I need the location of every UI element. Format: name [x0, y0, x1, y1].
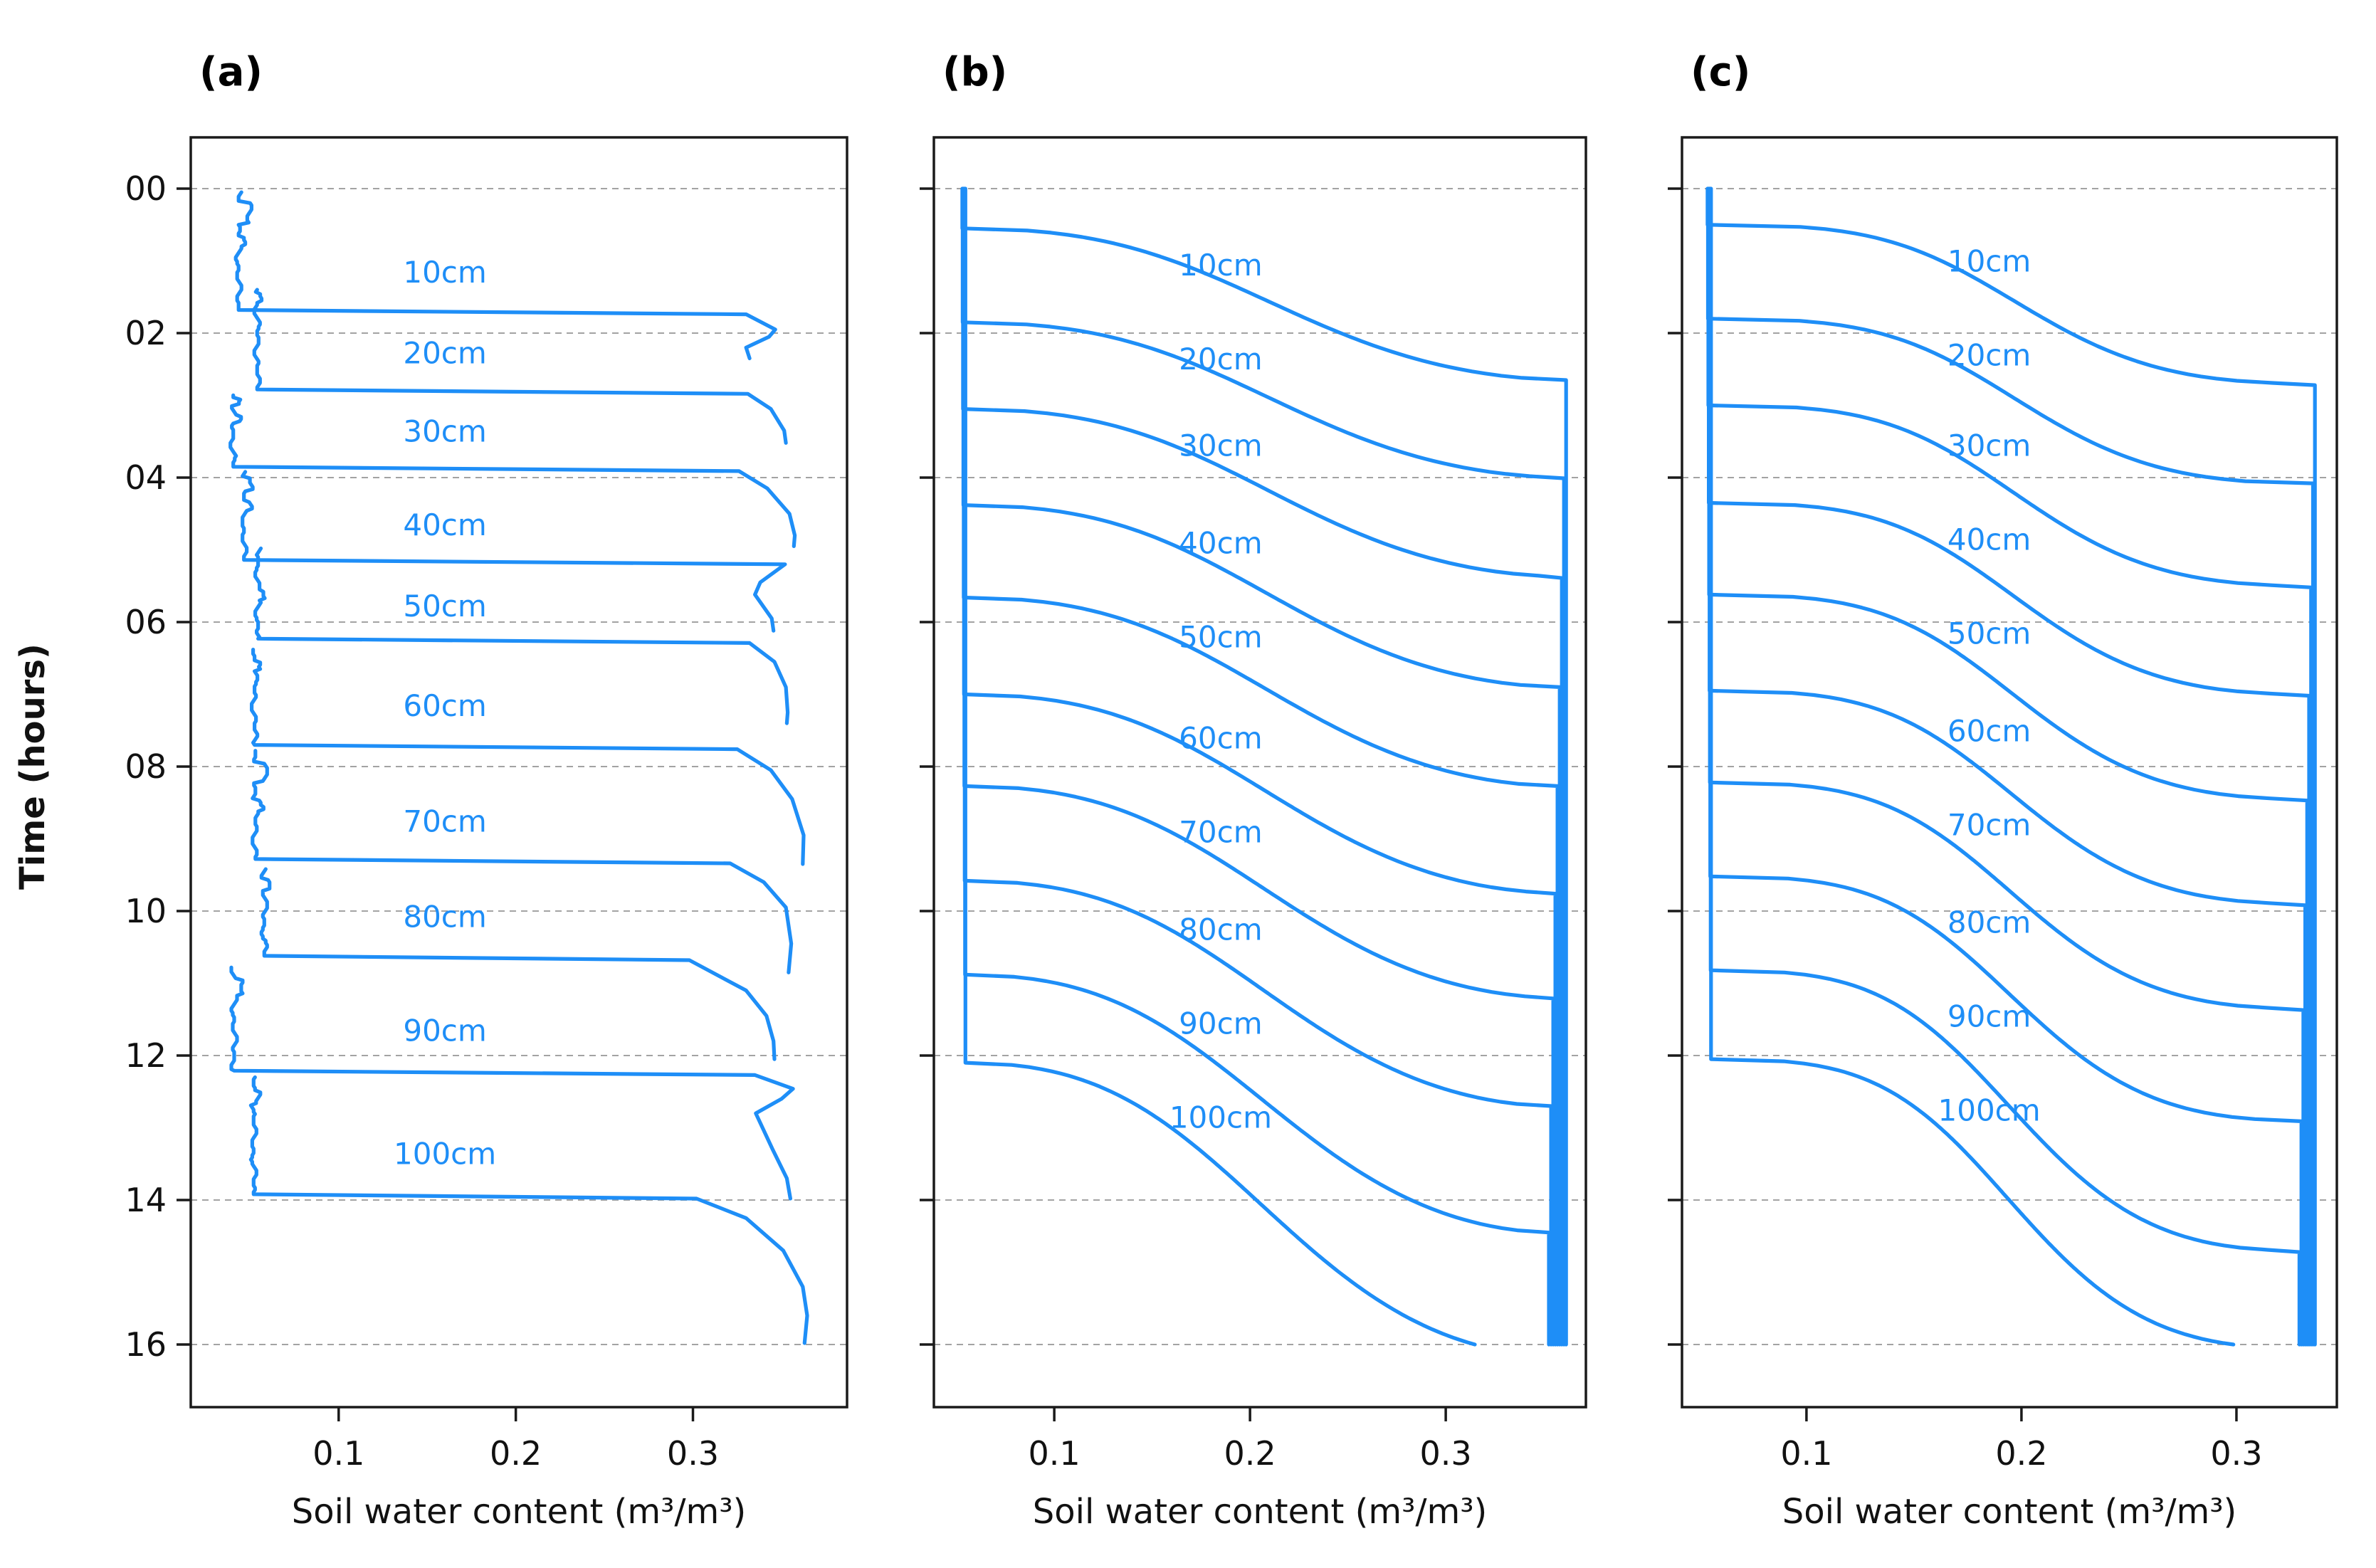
depth-label-70cm: 70cm	[403, 804, 486, 838]
depth-label-40cm: 40cm	[1947, 522, 2031, 557]
axes-frame	[189, 136, 848, 1409]
swc-curve-20cm-panelb	[960, 186, 1566, 1347]
depth-label-50cm: 50cm	[403, 589, 486, 623]
swc-curve-40cm-panelb	[961, 186, 1562, 1347]
x-tick-label-0.3: 0.3	[667, 1434, 719, 1473]
swc-curve-90cm-panela	[229, 965, 795, 1201]
swc-curve-50cm-panelb	[962, 186, 1560, 1347]
swc-curve-60cm-panelb	[962, 186, 1557, 1347]
depth-label-20cm: 20cm	[1179, 342, 1262, 377]
swc-curve-100cm-panela	[248, 1075, 809, 1345]
swc-curve-30cm-panelc	[1706, 186, 2313, 1347]
x-tick-label-0.3: 0.3	[2210, 1434, 2262, 1473]
panel-a: 10cm 20cm 30cm 40cm 50cm 60cm 70cm 80cm 90cm 100c…	[125, 49, 848, 1532]
y-tick-label-06: 06	[125, 603, 167, 641]
y-tick-label-12: 12	[125, 1036, 167, 1075]
swc-curve-30cm-panelb	[961, 186, 1564, 1347]
depth-label-30cm: 30cm	[1179, 428, 1262, 463]
x-axis-label: Soil water content (m³/m³)	[292, 1492, 746, 1532]
depth-label-60cm: 60cm	[1179, 721, 1262, 756]
swc-curve-60cm-panelc	[1708, 186, 2308, 1347]
y-tick-label-08: 08	[125, 747, 167, 786]
y-tick-label-02: 02	[125, 314, 167, 352]
depth-label-90cm: 90cm	[1179, 1006, 1262, 1041]
depth-label-80cm: 80cm	[1179, 912, 1262, 947]
y-axis-label: Time (hours)	[13, 643, 53, 890]
swc-curve-80cm-panelb	[962, 186, 1553, 1347]
swc-curve-90cm-panelc	[1708, 186, 2301, 1347]
depth-label-10cm: 10cm	[1179, 248, 1262, 283]
swc-curve-70cm-panelb	[962, 186, 1555, 1347]
x-tick-label-0.1: 0.1	[1029, 1434, 1081, 1473]
gridlines	[191, 188, 847, 1345]
x-axis-label: Soil water content (m³/m³)	[1782, 1492, 2236, 1532]
depth-label-30cm: 30cm	[403, 414, 486, 448]
swc-curve-50cm-panela	[253, 546, 790, 725]
depth-label-20cm: 20cm	[403, 336, 486, 371]
x-tick-label-0.2: 0.2	[1995, 1434, 2047, 1473]
depth-label-50cm: 50cm	[1947, 616, 2031, 651]
panel-title-a: (a)	[199, 49, 263, 95]
y-tick-label-04: 04	[125, 458, 167, 497]
swc-curve-90cm-panelb	[963, 186, 1551, 1347]
panel-b: 10cm 20cm 30cm 40cm 50cm 60cm 70cm 80cm 90cm 100c…	[920, 49, 1587, 1532]
depth-label-50cm: 50cm	[1179, 620, 1262, 655]
y-tick-label-00: 00	[125, 169, 167, 208]
curves	[228, 190, 809, 1345]
swc-curve-100cm-panelb	[963, 186, 1477, 1347]
curves	[1705, 186, 2317, 1347]
depth-label-80cm: 80cm	[1947, 905, 2031, 940]
depth-label-30cm: 30cm	[1947, 428, 2031, 463]
swc-curve-10cm-panelb	[960, 186, 1568, 1347]
depth-label-70cm: 70cm	[1179, 815, 1262, 850]
y-tick-label-10: 10	[125, 892, 167, 930]
swc-curve-20cm-panelc	[1705, 186, 2315, 1347]
panel-title-c: (c)	[1691, 49, 1750, 95]
axes-frame	[1681, 136, 2338, 1409]
axes-frame	[932, 136, 1587, 1409]
swc-curve-20cm-panela	[252, 288, 788, 445]
swc-curve-80cm-panelc	[1708, 186, 2303, 1347]
x-tick-label-0.1: 0.1	[1780, 1434, 1832, 1473]
swc-curve-10cm-panelc	[1705, 186, 2317, 1347]
swc-curve-70cm-panelc	[1708, 186, 2306, 1347]
depth-label-100cm: 100cm	[394, 1136, 496, 1171]
y-tick-label-14: 14	[125, 1181, 167, 1219]
depth-label-10cm: 10cm	[403, 255, 486, 290]
depth-label-70cm: 70cm	[1947, 807, 2031, 842]
x-axis-label: Soil water content (m³/m³)	[1033, 1492, 1487, 1532]
swc-curve-40cm-panelc	[1707, 186, 2311, 1347]
panel-title-b: (b)	[942, 49, 1007, 95]
x-tick-label-0.1: 0.1	[312, 1434, 364, 1473]
depth-label-60cm: 60cm	[403, 688, 486, 723]
swc-curve-70cm-panela	[251, 749, 794, 974]
swc-curve-80cm-panela	[259, 867, 777, 1061]
swc-curve-50cm-panelc	[1707, 186, 2309, 1347]
curves	[960, 186, 1568, 1347]
depth-label-80cm: 80cm	[403, 899, 486, 934]
x-tick-label-0.2: 0.2	[490, 1434, 542, 1473]
swc-curve-10cm-panela	[233, 190, 777, 361]
x-tick-label-0.3: 0.3	[1420, 1434, 1472, 1473]
depth-label-40cm: 40cm	[403, 507, 486, 542]
depth-label-60cm: 60cm	[1947, 714, 2031, 749]
gridlines	[934, 188, 1586, 1345]
depth-label-20cm: 20cm	[1947, 338, 2031, 373]
swc-curve-100cm-panelc	[1709, 186, 2236, 1347]
y-tick-label-16: 16	[125, 1325, 167, 1364]
depth-label-100cm: 100cm	[1938, 1093, 2041, 1127]
swc-curve-60cm-panela	[250, 648, 806, 866]
depth-label-100cm: 100cm	[1169, 1100, 1272, 1135]
depth-label-90cm: 90cm	[1947, 999, 2031, 1033]
panel-c: 10cm 20cm 30cm 40cm 50cm 60cm 70cm 80cm 90cm 100c…	[1668, 49, 2338, 1532]
depth-label-40cm: 40cm	[1179, 526, 1262, 561]
depth-label-10cm: 10cm	[1947, 244, 2031, 279]
depth-label-90cm: 90cm	[403, 1014, 486, 1048]
swc-curve-40cm-panela	[241, 470, 787, 633]
swc-curve-30cm-panela	[228, 393, 797, 548]
x-tick-label-0.2: 0.2	[1224, 1434, 1276, 1473]
